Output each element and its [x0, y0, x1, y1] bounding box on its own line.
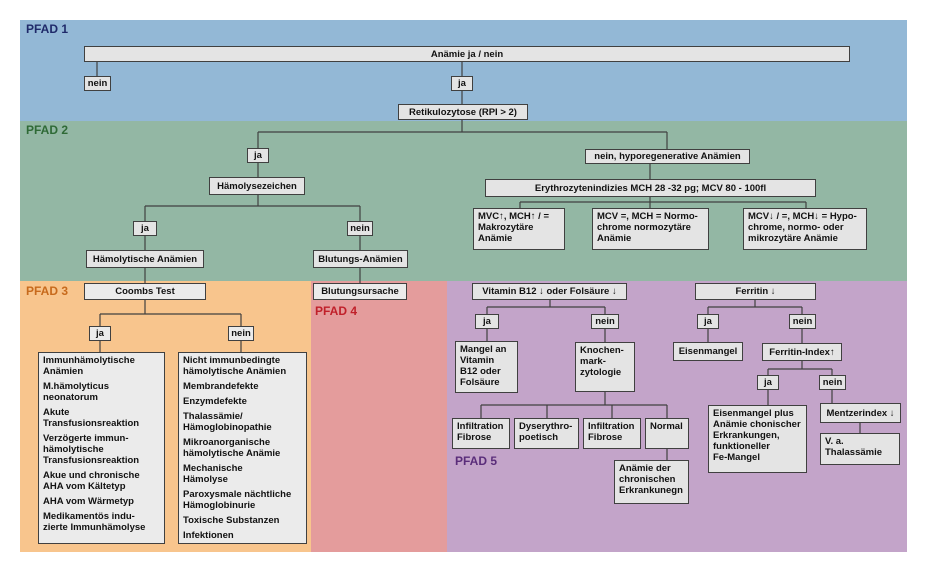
anaemie-ja-node: ja: [451, 76, 473, 91]
nicht-immun-item: Mikroanorganische hämolytische Anämie: [183, 437, 281, 459]
ferritin-index-node: Ferritin-Index↑: [762, 343, 842, 361]
pfad4-band: [311, 281, 447, 552]
ferritin-index-ja-node: ja: [757, 375, 779, 390]
eisenmangel-plus-node: Eisenmangel plus Anämie chonischer Erkra…: [708, 405, 807, 473]
blutungsursache-node: Blutungsursache: [313, 283, 407, 300]
nicht-immun-item: Membrandefekte: [183, 381, 259, 392]
nicht-immun-item: Infektionen: [183, 530, 234, 541]
immun-item: Medikamentös indu- zierte Immunhämolyse: [43, 511, 146, 533]
hyporegenerativ-node: nein, hyporegenerative Anämien: [585, 149, 750, 164]
normozytaer-node: MCV =, MCH = Normo- chrome normozytäre A…: [592, 208, 709, 250]
anaemie-nein-node: nein: [84, 76, 111, 91]
eisenmangel-node: Eisenmangel: [673, 342, 743, 361]
blutungs-anaemien-node: Blutungs-Anämien: [313, 250, 408, 268]
retikulozytose-node: Retikulozytose (RPI > 2): [398, 104, 528, 120]
thalassaemie-node: V. a. Thalassämie: [820, 433, 900, 465]
ferritin-nein-node: nein: [789, 314, 816, 329]
pfad2-label: PFAD 2: [26, 123, 69, 137]
nicht-immun-item: Toxische Substanzen: [183, 515, 280, 526]
immun-item: Akue und chronische AHA vom Kältetyp: [43, 470, 140, 492]
nicht-immun-item: Thalassämie/ Hämoglobinopathie: [183, 411, 272, 433]
immun-item: M.hämolyticus neonatorum: [43, 381, 109, 403]
immun-item: Immunhämolytische Anämien: [43, 355, 135, 377]
ferritin-index-nein-node: nein: [819, 375, 846, 390]
makrozytaer-node: MVC↑, MCH↑ / = Makrozytäre Anämie: [473, 208, 565, 250]
nicht-immun-item: Enzymdefekte: [183, 396, 247, 407]
pfad3-label: PFAD 3: [26, 284, 69, 298]
immun-item: AHA vom Wärmetyp: [43, 496, 134, 507]
infiltration-fibrose-node-1: Infiltration Fibrose: [452, 418, 510, 449]
coombs-test-node: Coombs Test: [84, 283, 206, 300]
vitamin-ja-node: ja: [475, 314, 499, 329]
infiltration-fibrose-node-2: Infiltration Fibrose: [583, 418, 641, 449]
pfad1-label: PFAD 1: [26, 22, 69, 36]
vitamin-b12-node: Vitamin B12 ↓ oder Folsäure ↓: [472, 283, 627, 300]
haemolyse-ja-node: ja: [133, 221, 157, 236]
mikrozytaer-node: MCV↓ / =, MCH↓ = Hypo- chrome, normo- od…: [743, 208, 867, 250]
haemolytische-anaemien-node: Hämolytische Anämien: [86, 250, 204, 268]
mentzerindex-node: Mentzerindex ↓: [820, 403, 901, 423]
dyserythropoetisch-node: Dyserythro- poetisch: [514, 418, 579, 449]
pfad5-label: PFAD 5: [455, 454, 498, 468]
nicht-immunbedingte-list: Nicht immunbedingte hämolytische Anämien…: [178, 352, 307, 544]
knochenmark-node: Knochen- mark- zytologie: [575, 342, 635, 392]
erythrozytenindizies-node: Erythrozytenindizies MCH 28 -32 pg; MCV …: [485, 179, 816, 197]
haemolysezeichen-node: Hämolysezeichen: [209, 177, 305, 195]
ferritin-ja-node: ja: [697, 314, 719, 329]
nicht-immun-item: Nicht immunbedingte hämolytische Anämien: [183, 355, 287, 377]
immun-item: Verzögerte immun- hämolytische Transfusi…: [43, 433, 140, 466]
nicht-immun-item: Mechanische Hämolyse: [183, 463, 243, 485]
anaemie-node: Anämie ja / nein: [84, 46, 850, 62]
pfad4-label: PFAD 4: [315, 304, 358, 318]
retikulozytose-ja-node: ja: [247, 148, 269, 163]
coombs-nein-node: nein: [228, 326, 254, 341]
ferritin-node: Ferritin ↓: [695, 283, 816, 300]
coombs-ja-node: ja: [89, 326, 111, 341]
haemolyse-nein-node: nein: [347, 221, 373, 236]
mangel-node: Mangel an Vitamin B12 oder Folsäure: [455, 341, 518, 393]
normal-node: Normal: [645, 418, 689, 449]
chronische-erkrankungen-node: Anämie der chronischen Erkrankunegn: [614, 460, 689, 504]
immun-item: Akute Transfusionsreaktion: [43, 407, 140, 429]
vitamin-nein-node: nein: [591, 314, 619, 329]
nicht-immun-item: Paroxysmale nächtliche Hämoglobinurie: [183, 489, 292, 511]
